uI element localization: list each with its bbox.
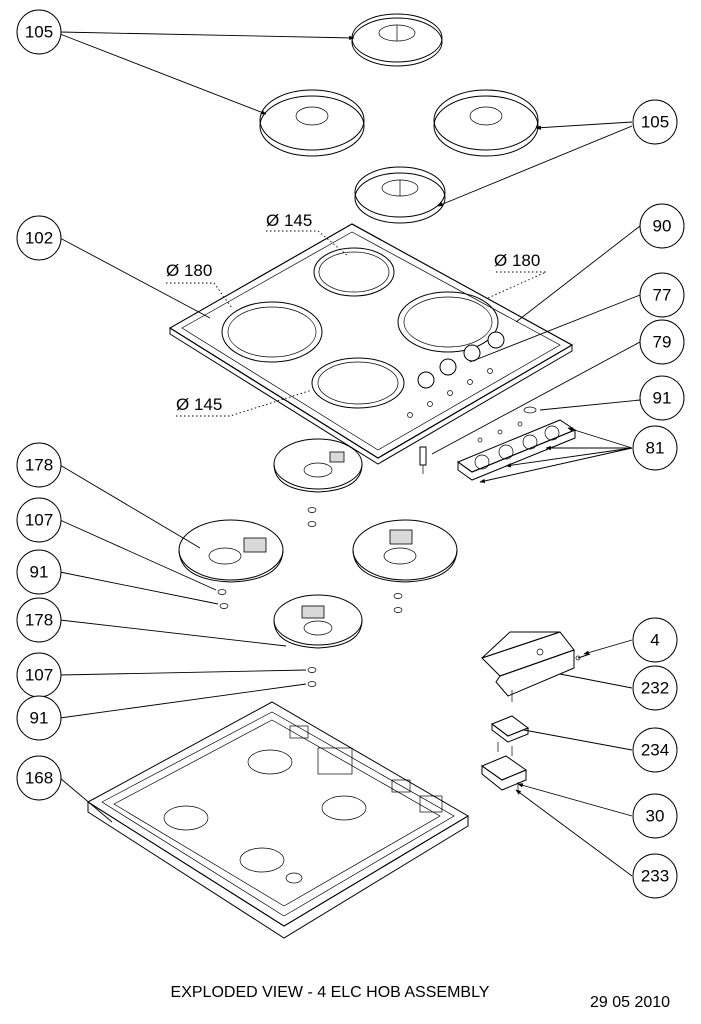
screw-4: [575, 653, 591, 661]
callout-91-b: 91: [16, 549, 62, 595]
dimension-leaders: [166, 230, 547, 417]
svg-text:107: 107: [25, 666, 53, 685]
callout-102: 102: [16, 215, 62, 261]
reflector-pan-center: [273, 438, 363, 493]
base-tray: [87, 701, 469, 939]
svg-text:4: 4: [650, 631, 659, 650]
svg-text:79: 79: [653, 333, 672, 352]
callout-233: 233: [632, 853, 678, 899]
callout-77: 77: [639, 272, 685, 318]
callout-178-a: 178: [16, 442, 62, 488]
callout-178-b: 178: [16, 597, 62, 643]
svg-text:178: 178: [25, 611, 53, 630]
callout-90: 90: [639, 203, 685, 249]
hob-top-plate: [169, 223, 574, 465]
reflector-pan-front: [273, 594, 363, 649]
callout-91-c: 91: [16, 695, 62, 741]
hotplate-large-left: [259, 89, 365, 157]
callout-30: 30: [632, 793, 678, 839]
callout-168: 168: [16, 755, 62, 801]
callout-79: 79: [639, 319, 685, 365]
reflector-pan-right: [352, 519, 458, 583]
hotplate-large-right: [433, 89, 539, 157]
svg-text:77: 77: [653, 286, 672, 305]
dimension-label-front: Ø 145: [176, 395, 222, 414]
callout-232: 232: [632, 665, 678, 711]
svg-text:234: 234: [641, 741, 669, 760]
svg-text:233: 233: [641, 867, 669, 886]
svg-text:91: 91: [653, 389, 672, 408]
dimension-label-top: Ø 145: [266, 211, 312, 230]
hotplate-small-front: [354, 166, 446, 224]
washers: [217, 507, 403, 687]
bracket: [481, 631, 575, 702]
energy-regulators: [456, 406, 577, 481]
svg-text:105: 105: [641, 113, 669, 132]
svg-text:168: 168: [25, 769, 53, 788]
svg-text:105: 105: [25, 23, 53, 42]
diagram-date: 29 05 2010: [590, 994, 671, 1011]
terminal-block-cover: [490, 715, 530, 743]
callout-105-a: 105: [16, 9, 62, 55]
callout-91-a: 91: [639, 375, 685, 421]
diagram-title: EXPLODED VIEW - 4 ELC HOB ASSEMBLY: [170, 984, 490, 1001]
leader-lines: [59, 31, 641, 877]
pilot-lamp: [419, 446, 427, 474]
svg-text:90: 90: [653, 217, 672, 236]
svg-text:232: 232: [641, 679, 669, 698]
callout-81: 81: [632, 425, 678, 471]
callout-107-a: 107: [16, 497, 62, 543]
svg-text:81: 81: [646, 439, 665, 458]
callout-4: 4: [632, 617, 678, 663]
svg-text:107: 107: [25, 511, 53, 530]
dimension-label-left: Ø 180: [166, 261, 212, 280]
reflector-pan-left: [178, 519, 284, 583]
svg-text:178: 178: [25, 456, 53, 475]
callout-234: 234: [632, 727, 678, 773]
svg-text:102: 102: [25, 229, 53, 248]
svg-text:91: 91: [30, 563, 49, 582]
svg-text:91: 91: [30, 709, 49, 728]
hotplate-small-top: [351, 13, 443, 67]
callout-105-b: 105: [632, 99, 678, 145]
svg-text:30: 30: [646, 807, 665, 826]
dimension-label-right: Ø 180: [494, 251, 540, 270]
callout-107-b: 107: [16, 652, 62, 698]
